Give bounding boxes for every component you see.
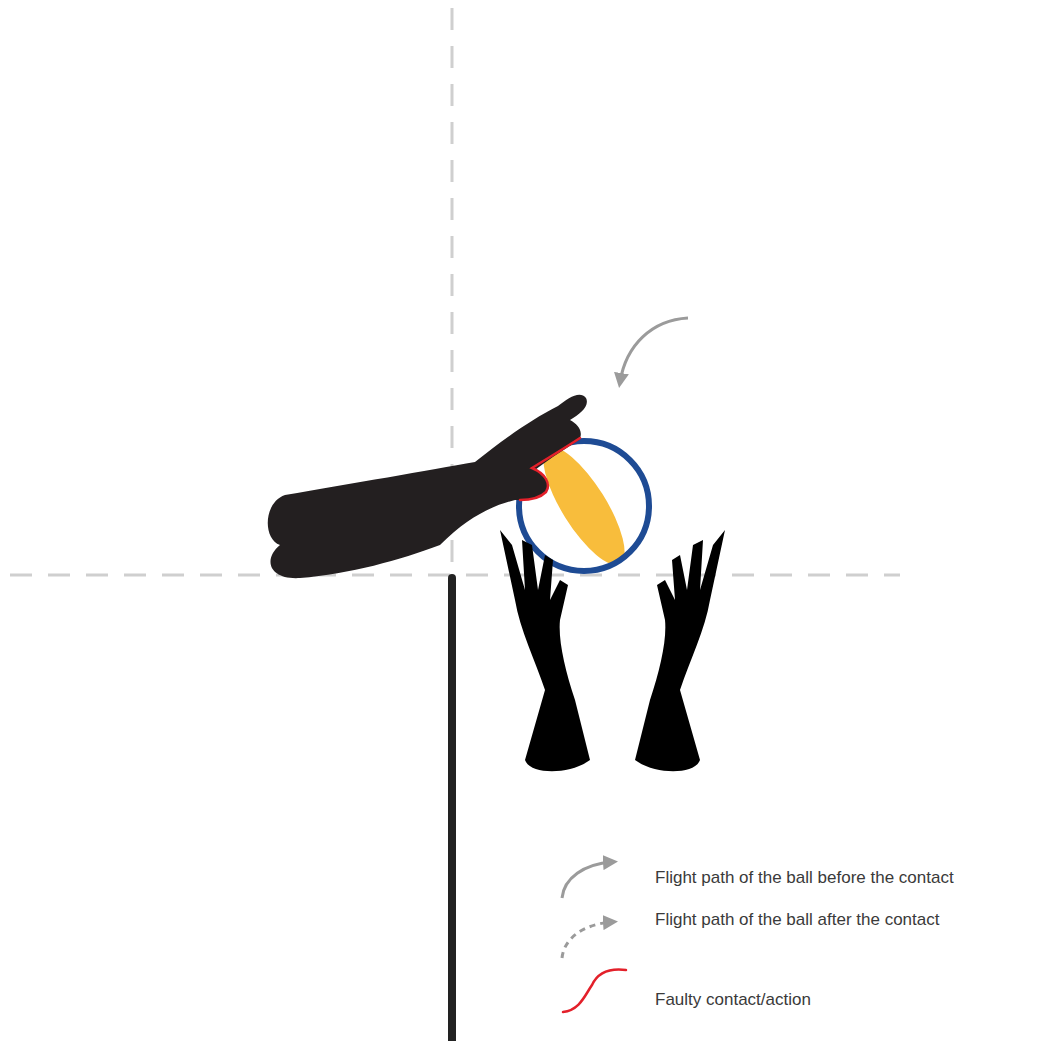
legend-label: Flight path of the ball before the conta… — [655, 868, 954, 888]
legend-label: Faulty contact/action — [655, 990, 811, 1010]
legend-red-curve — [563, 970, 626, 1012]
antenna-post — [448, 578, 456, 1041]
setter-right-hand — [635, 530, 725, 771]
legend-solid-arrow — [562, 862, 612, 898]
ball-flight-path — [620, 318, 688, 382]
blocker-arm — [268, 395, 587, 578]
legend-label: Flight path of the ball after the contac… — [655, 910, 939, 930]
faulty-contact — [520, 438, 580, 500]
legend-dashed-arrow — [562, 922, 612, 958]
setter-left-hand — [500, 530, 590, 771]
